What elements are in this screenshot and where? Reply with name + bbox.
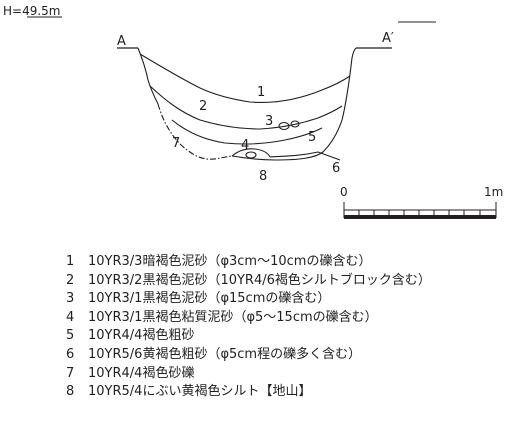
elevation-label: H=49.5m bbox=[3, 4, 61, 18]
legend-text: 10YR4/4褐色砂礫 bbox=[88, 365, 195, 381]
pit-wall-left bbox=[137, 47, 159, 105]
layer-2-boundary bbox=[149, 85, 343, 130]
legend-text: 10YR4/4褐色粗砂 bbox=[88, 328, 195, 344]
legend-item: 3 10YR3/1黒褐色泥砂（φ15cmの礫含む） bbox=[66, 290, 431, 309]
layer-number-2: 2 bbox=[199, 99, 207, 114]
point-a-label: A bbox=[117, 34, 126, 49]
layer-4-boundary bbox=[231, 148, 271, 158]
layer-number-7: 7 bbox=[172, 136, 180, 151]
layer-boundaries bbox=[137, 47, 357, 161]
legend-number: 2 bbox=[66, 272, 75, 288]
layer-number-8: 8 bbox=[259, 169, 267, 184]
legend-item: 1 10YR3/3暗褐色泥砂（φ3cm〜10cmの礫含む） bbox=[66, 253, 431, 272]
layer-number-6: 6 bbox=[332, 161, 340, 176]
legend-text: 10YR5/6黄褐色粗砂（φ5cm程の礫多く含む） bbox=[88, 346, 362, 362]
legend-item: 5 10YR4/4褐色粗砂 bbox=[66, 327, 431, 346]
legend-number: 5 bbox=[66, 328, 75, 344]
legend-text: 10YR3/2黒褐色泥砂（10YR4/6褐色シルトブロック含む） bbox=[88, 272, 431, 288]
layer-7-boundary bbox=[157, 103, 233, 160]
legend-number: 7 bbox=[66, 365, 75, 381]
layer-3-boundary bbox=[171, 119, 323, 145]
legend-number: 6 bbox=[66, 346, 75, 362]
legend-number: 4 bbox=[66, 309, 75, 325]
pebble bbox=[278, 121, 290, 131]
pit-wall-right bbox=[231, 47, 357, 161]
layer-number-3: 3 bbox=[265, 114, 273, 129]
layer-6-boundary bbox=[269, 151, 341, 161]
legend-item: 4 10YR3/1黒褐色粘質泥砂（φ5〜15cmの礫含む） bbox=[66, 309, 431, 328]
layer-1-boundary bbox=[139, 53, 351, 103]
scale-end-label: 1m bbox=[484, 185, 503, 199]
legend-item: 7 10YR4/4褐色砂礫 bbox=[66, 365, 431, 384]
pebble bbox=[290, 120, 300, 128]
point-a-prime-label: A′ bbox=[382, 31, 394, 46]
legend-text: 10YR5/4にぶい黄褐色シルト【地山】 bbox=[88, 384, 312, 400]
layer-number-5: 5 bbox=[308, 130, 316, 145]
legend-number: 3 bbox=[66, 291, 75, 307]
legend-text: 10YR3/3暗褐色泥砂（φ3cm〜10cmの礫含む） bbox=[88, 254, 372, 269]
legend-item: 2 10YR3/2黒褐色泥砂（10YR4/6褐色シルトブロック含む） bbox=[66, 272, 431, 291]
layer-number-4: 4 bbox=[241, 138, 249, 153]
legend-text: 10YR3/1黒褐色粘質泥砂（φ5〜15cmの礫含む） bbox=[88, 309, 378, 325]
layer-number-1: 1 bbox=[257, 85, 265, 100]
layer-legend: 1 10YR3/3暗褐色泥砂（φ3cm〜10cmの礫含む） 2 10YR3/2黒褐色… bbox=[66, 253, 431, 402]
pebble bbox=[245, 151, 257, 159]
legend-number: 8 bbox=[66, 384, 75, 400]
legend-number: 1 bbox=[66, 254, 75, 269]
scale-bar: 0 1m bbox=[340, 185, 503, 219]
legend-text: 10YR3/1黒褐色泥砂（φ15cmの礫含む） bbox=[88, 291, 331, 307]
legend-item: 6 10YR5/6黄褐色粗砂（φ5cm程の礫多く含む） bbox=[66, 346, 431, 365]
legend-item: 8 10YR5/4にぶい黄褐色シルト【地山】 bbox=[66, 383, 431, 402]
scale-start-label: 0 bbox=[340, 185, 348, 199]
